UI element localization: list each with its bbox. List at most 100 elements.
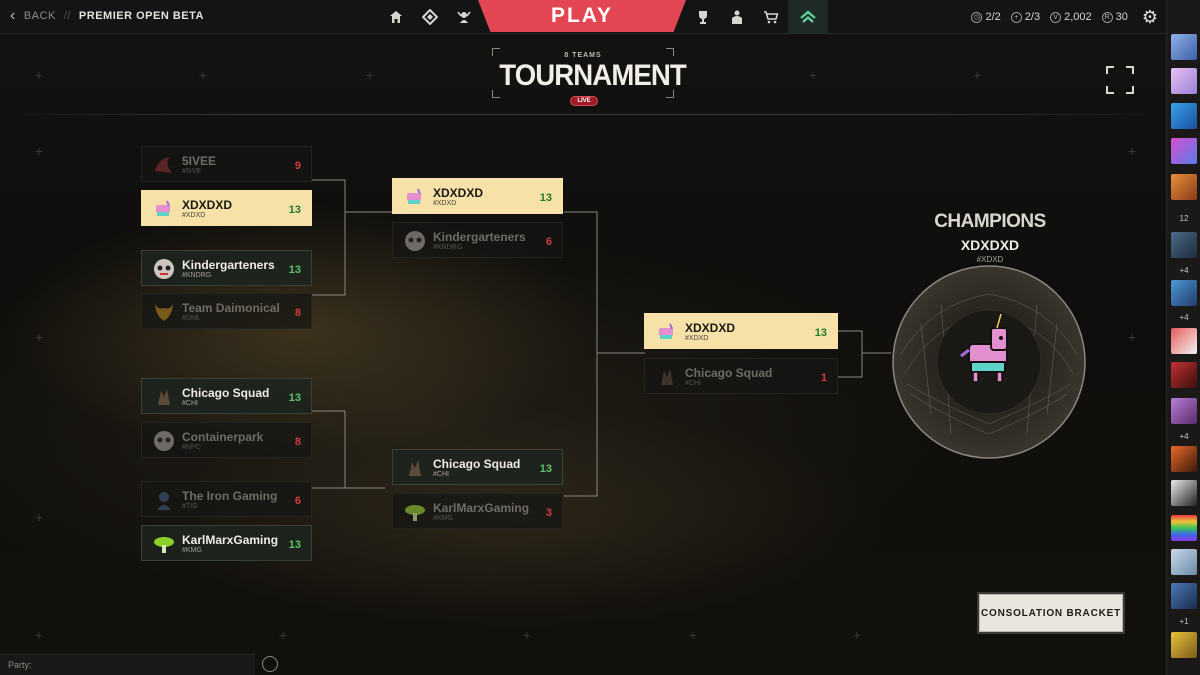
champions-heading: CHAMPIONS — [934, 211, 1046, 232]
expand-corner — [1106, 86, 1114, 94]
team-name: KarlMarxGaming — [433, 501, 530, 515]
match-card[interactable]: Chicago Squad #CHI 13 — [141, 378, 312, 414]
avatar[interactable] — [1171, 174, 1197, 200]
avatar[interactable] — [1171, 280, 1197, 306]
avatar[interactable] — [1171, 549, 1197, 575]
party-chat-bar[interactable]: Party: — [0, 654, 255, 675]
decor-plus: + — [808, 67, 818, 83]
store-icon[interactable] — [754, 0, 788, 34]
avatar[interactable] — [1171, 328, 1197, 354]
valorant-points-icon: V — [1050, 11, 1062, 23]
live-badge: LIVE — [570, 96, 598, 106]
match-card[interactable]: Chicago Squad #CHI 1 — [644, 358, 838, 394]
match-card[interactable]: 5IVEE #5IVE 9 — [141, 146, 312, 182]
team-tag: #KMG — [433, 515, 453, 522]
expand-corner — [1126, 86, 1134, 94]
match-card[interactable]: Team Daimonical #DML 8 — [141, 293, 312, 329]
career-icon[interactable] — [413, 0, 447, 34]
match-card[interactable]: KarlMarxGaming #KMG 3 — [392, 493, 563, 529]
team-logo-daimonical — [155, 304, 173, 321]
team-tag: #KNDRG — [182, 272, 212, 279]
gear-icon[interactable]: ⚙ — [1141, 6, 1158, 27]
team-score: 13 — [288, 204, 301, 216]
bracket-connectors — [312, 179, 891, 497]
back-breadcrumb[interactable]: ‹ BACK // PREMIER OPEN BETA — [10, 8, 204, 24]
play-button[interactable]: PLAY — [478, 0, 686, 32]
vp-value: 2,002 — [1064, 11, 1092, 23]
match-card[interactable]: XDXDXD #XDXD 13 — [392, 178, 563, 214]
decor-plus: + — [852, 627, 862, 643]
team-tag: #XDXD — [685, 335, 709, 342]
team-tag: #5IVE — [182, 168, 202, 175]
daily-value: 2/3 — [1024, 11, 1041, 23]
team-name: Containerpark — [182, 430, 264, 444]
teams-count: 8 TEAMS — [564, 52, 602, 59]
avatar[interactable] — [1171, 398, 1197, 424]
team-logo-karlmarxgaming — [154, 537, 174, 553]
party-label: Party: — [8, 660, 32, 670]
match-card[interactable]: XDXDXD #XDXD 13 — [141, 190, 312, 226]
team-name: Chicago Squad — [685, 366, 773, 380]
team-tag: #DML — [182, 315, 201, 322]
fullscreen-icon[interactable] — [1106, 66, 1134, 94]
expand-corner — [1126, 66, 1134, 74]
avatar[interactable] — [1171, 103, 1197, 129]
match-card[interactable]: The Iron Gaming #TIG 6 — [141, 481, 312, 517]
team-logo-karlmarxgaming — [405, 505, 425, 521]
match-card[interactable]: XDXDXD #XDXD 13 — [644, 313, 838, 349]
champion-team-tag: #XDXD — [976, 255, 1004, 264]
social-rail: 12 +4 +4 +4 +1 — [1166, 0, 1200, 675]
team-logo-xdxdxd — [156, 200, 170, 216]
team-tag: #NPC — [182, 444, 201, 451]
team-score: 6 — [545, 236, 552, 248]
home-icon[interactable] — [379, 0, 413, 34]
avatar[interactable] — [1171, 232, 1197, 258]
radianite-value: 30 — [1115, 11, 1128, 23]
team-tag: #TIG — [182, 503, 198, 510]
team-tag: #CHI — [685, 380, 701, 387]
avatar[interactable] — [1171, 446, 1197, 472]
team-score: 6 — [294, 495, 301, 507]
back-label[interactable]: BACK — [23, 10, 56, 22]
team-score: 13 — [539, 463, 552, 475]
online-count: 12 — [1179, 214, 1189, 223]
chevron-left-icon[interactable]: ‹ — [10, 7, 16, 24]
match-card[interactable]: Kindergarteners #KNDRG 6 — [392, 222, 563, 258]
avatar[interactable] — [1171, 362, 1197, 388]
chat-icon[interactable] — [262, 656, 278, 672]
agents-icon[interactable] — [447, 0, 481, 34]
avatar[interactable] — [1171, 515, 1197, 541]
champion-team-name: XDXDXD — [960, 237, 1020, 253]
match-card[interactable]: Chicago Squad #CHI 13 — [392, 449, 563, 485]
team-name: Chicago Squad — [182, 386, 270, 400]
match-card[interactable]: Containerpark #NPC 8 — [141, 422, 312, 458]
team-name: XDXDXD — [685, 321, 736, 335]
party-size-badge: +1 — [1179, 617, 1189, 626]
team-logo-containerpark — [154, 431, 174, 451]
frame-corner — [666, 48, 674, 56]
avatar[interactable] — [1171, 480, 1197, 506]
decor-plus: + — [34, 67, 44, 83]
tournament-title: TOURNAMENT — [499, 59, 686, 92]
decor-plus: + — [34, 627, 44, 643]
plus-circle-icon: + — [1010, 11, 1022, 23]
decor-plus: + — [522, 627, 532, 643]
avatar[interactable] — [1171, 34, 1197, 60]
premier-icon[interactable] — [788, 0, 828, 34]
champion-emblem — [892, 265, 1086, 459]
battlepass-icon[interactable] — [686, 0, 720, 34]
header-divider — [0, 114, 1166, 115]
team-name: 5IVEE — [182, 154, 217, 168]
match-card[interactable]: Kindergarteners #KNDRG 13 — [141, 250, 312, 286]
collection-icon[interactable] — [720, 0, 754, 34]
match-card[interactable]: KarlMarxGaming #KMG 13 — [141, 525, 312, 561]
avatar[interactable] — [1171, 583, 1197, 609]
consolation-bracket-button[interactable]: CONSOLATION BRACKET — [977, 592, 1125, 634]
avatar[interactable] — [1171, 138, 1197, 164]
avatar[interactable] — [1171, 68, 1197, 94]
team-name: Kindergarteners — [433, 230, 526, 244]
avatar[interactable] — [1171, 632, 1197, 658]
